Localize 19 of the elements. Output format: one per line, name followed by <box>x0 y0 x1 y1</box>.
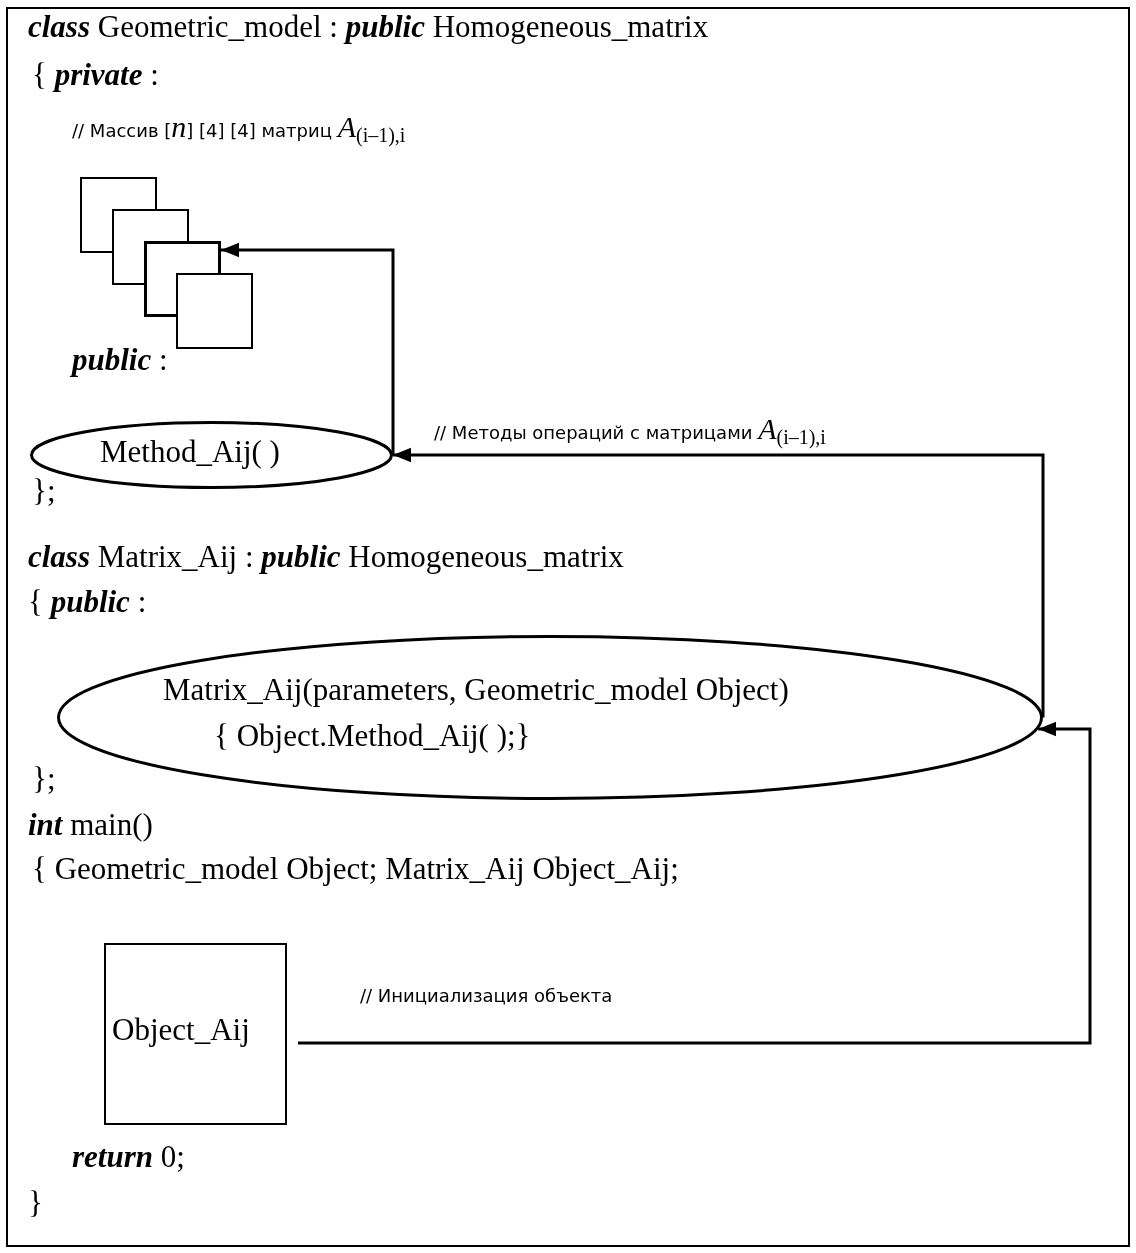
arrow <box>298 721 1092 1045</box>
class-declaration: class Geometric_model : public Homogeneous_matrix <box>28 10 709 45</box>
closing-brace: }; <box>32 762 56 797</box>
closing-brace: } <box>28 1186 43 1221</box>
code-statement: { Geometric_model Object; Matrix_Aij Object_Aij; <box>32 852 679 887</box>
code-comment: // Массив [n] [4] [4] матриц A$_{(i–1),i}$ <box>72 110 406 146</box>
object-name: Object_Aij <box>112 1013 250 1048</box>
closing-brace: }; <box>32 474 56 509</box>
function-signature: int main() <box>28 808 153 843</box>
arrow <box>393 447 1045 718</box>
arrow <box>221 242 395 455</box>
method-signature: Matrix_Aij(parameters, Geometric_model Object) <box>163 673 789 708</box>
access-specifier: { public : <box>28 585 147 620</box>
access-specifier: public : <box>72 343 168 378</box>
method-signature: { Object.Method_Aij( );} <box>214 719 531 754</box>
class-declaration: class Matrix_Aij : public Homogeneous_matrix <box>28 540 624 575</box>
method-signature: Method_Aij( ) <box>100 435 280 470</box>
code-statement: return 0; <box>72 1140 185 1175</box>
access-specifier: { private : <box>32 58 159 93</box>
